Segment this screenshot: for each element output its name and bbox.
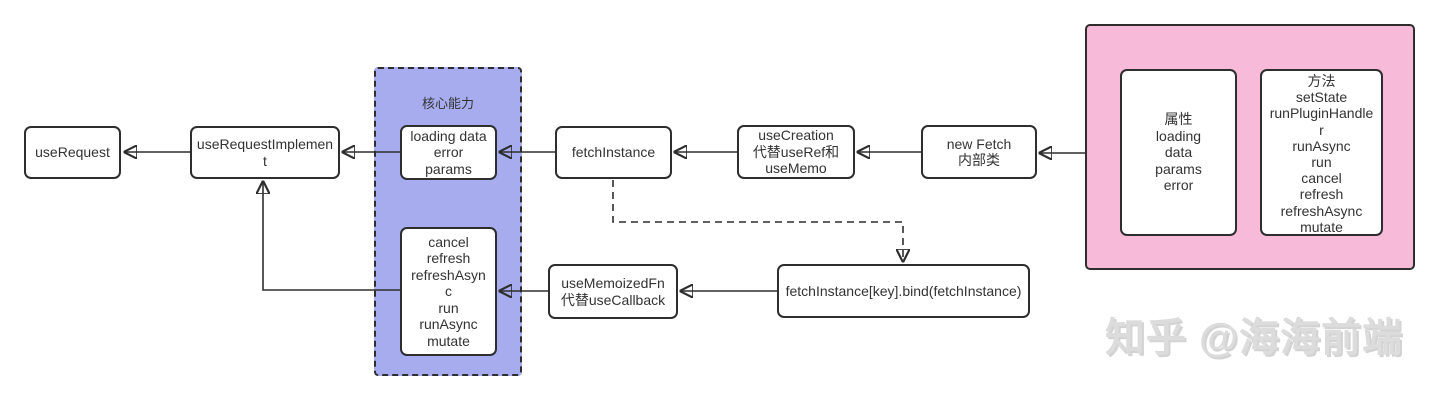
node-use-memoized-fn: useMemoizedFn 代替useCallback [548,264,678,319]
node-use-request: useRequest [24,126,121,179]
node-fetch-instance: fetchInstance [555,126,672,179]
node-use-request-implement: useRequestImplemen t [190,126,340,179]
zhihu-watermark: 知乎 @海海前端 [1104,316,1404,360]
node-use-creation: useCreation 代替useRef和 useMemo [737,125,855,179]
node-new-fetch: new Fetch 内部类 [921,125,1037,179]
node-bind-expression: fetchInstance[key].bind(fetchInstance) [777,264,1030,318]
dashed-arrow-fetchinstance-to-bind [612,180,903,261]
core-capability-label: 核心能力 [421,96,474,111]
node-state-fields: loading data error params [400,125,497,180]
node-action-methods: cancel refresh refreshAsyn c run runAsyn… [400,227,497,356]
node-fetch-properties: 属性 loading data params error [1120,69,1237,236]
node-fetch-methods: 方法 setState runPluginHandle r runAsync r… [1260,69,1383,236]
